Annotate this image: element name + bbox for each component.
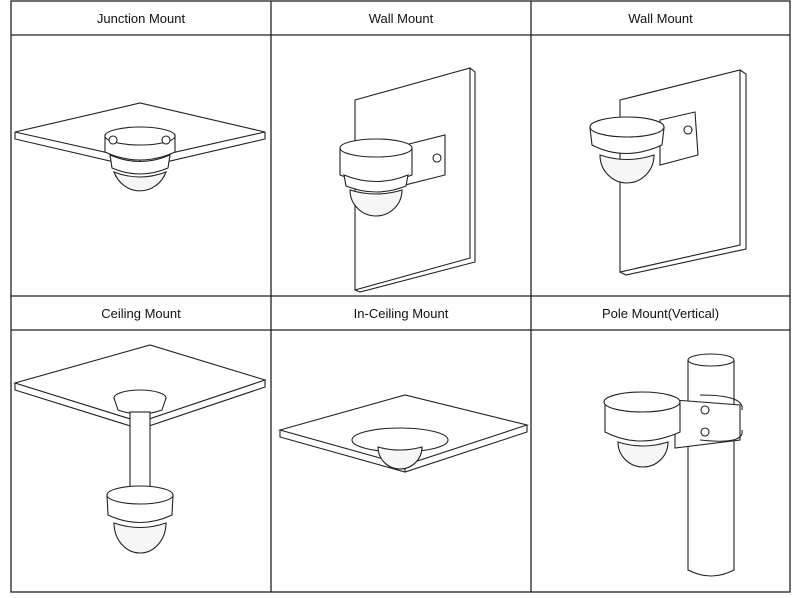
wall-mount-illustration	[339, 67, 476, 293]
wall-mount-illustration-alt	[589, 69, 747, 276]
header-wall-mount-alt: Wall Mount	[628, 10, 693, 26]
junction-mount-illustration	[14, 102, 266, 192]
header-ceiling-mount: Ceiling Mount	[101, 305, 181, 321]
header-pole-mount: Pole Mount(Vertical)	[601, 305, 720, 321]
header-junction-mount: Junction Mount	[96, 10, 186, 26]
ceiling-mount-illustration	[13, 344, 267, 554]
header-wall-mount: Wall Mount	[368, 10, 434, 26]
table-grid	[10, 0, 791, 593]
in-ceiling-mount-illustration	[277, 394, 529, 473]
header-in-ceiling-mount: In-Ceiling Mount	[353, 305, 449, 321]
pole-mount-illustration	[603, 353, 743, 577]
